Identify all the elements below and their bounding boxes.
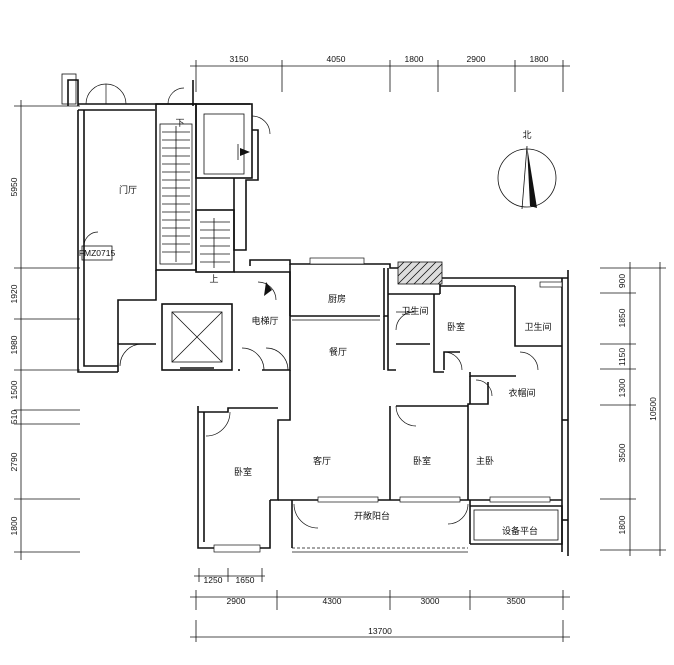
- stair-up-label: 上: [209, 274, 218, 285]
- room-bath-1: 卫生间: [401, 305, 428, 317]
- dim-bottom-small-1: 1250: [204, 575, 223, 585]
- dim-bottom-2: 4300: [323, 596, 342, 606]
- dim-right-4: 1300: [617, 378, 627, 397]
- dim-right-6: 1800: [617, 515, 627, 534]
- ac-unit-hatch: [397, 261, 443, 285]
- room-equipment-platform: 设备平台: [502, 525, 538, 537]
- dim-left-3: 1980: [9, 335, 19, 354]
- dim-left-2: 1920: [9, 284, 19, 303]
- dim-top-2: 4050: [327, 54, 346, 64]
- stair-treads: [162, 126, 190, 262]
- dim-top-5: 1800: [530, 54, 549, 64]
- dim-right-2: 1850: [617, 308, 627, 327]
- living-window: [317, 496, 379, 503]
- room-lobby: 门厅: [119, 184, 137, 196]
- room-closet: 衣帽间: [508, 387, 535, 399]
- room-bedroom-sw: 卧室: [234, 466, 252, 478]
- dim-bottom-4: 3500: [507, 596, 526, 606]
- room-bedroom-north: 卧室: [447, 321, 465, 333]
- north-arrow-icon: [527, 146, 537, 208]
- dim-left-5: 510: [9, 410, 19, 424]
- elevator-hall-walls: [117, 270, 291, 372]
- dim-top-1: 3150: [230, 54, 249, 64]
- dim-bottom-small-2: 1650: [236, 575, 255, 585]
- dim-right-5: 3500: [617, 443, 627, 462]
- top-dimension-chain: 3150 4050 1800 2900 1800: [190, 54, 570, 92]
- room-labels: 门厅 厨房 电梯厅 餐厅 卫生间 卧室 卫生间 衣帽间 客厅 卧室 卧室 主卧 …: [119, 184, 552, 537]
- fire-door-code: FMZ0715: [79, 248, 116, 258]
- bottom-dimension-chain: 1250 1650 2900 4300 3000 3500 13700: [190, 568, 570, 642]
- left-dimension-chain: 5950 1920 1980 1500 510 2790 1800: [9, 100, 80, 560]
- dim-bottom-total: 13700: [368, 626, 392, 636]
- kitchen-window: [309, 257, 365, 265]
- dim-right-1: 900: [617, 274, 627, 288]
- stair-treads-2: [200, 218, 230, 268]
- north-label: 北: [522, 130, 531, 141]
- stair-down-label: 下: [175, 119, 184, 129]
- dim-left-1: 5950: [9, 177, 19, 196]
- room-balcony: 开敞阳台: [354, 510, 390, 522]
- dim-bottom-1: 2900: [227, 596, 246, 606]
- dim-top-4: 2900: [467, 54, 486, 64]
- room-living: 客厅: [313, 455, 331, 467]
- master-window: [489, 496, 551, 503]
- dim-left-6: 2790: [9, 452, 19, 471]
- walls-core: 下 上: [61, 73, 271, 373]
- fire-extinguisher-icon: [264, 282, 272, 296]
- room-bedroom-south: 卧室: [413, 455, 431, 467]
- meter-icon: [237, 144, 250, 160]
- dim-bottom-3: 3000: [421, 596, 440, 606]
- room-bath-2: 卫生间: [524, 321, 551, 333]
- dim-left-7: 1800: [9, 516, 19, 535]
- north-arrow: 北: [497, 130, 557, 210]
- dim-left-4: 1500: [9, 380, 19, 399]
- dim-top-3: 1800: [405, 54, 424, 64]
- dim-right-3: 1150: [617, 348, 627, 367]
- bedroom-s-window: [399, 496, 461, 503]
- right-dimension-chain: 900 1850 1150 1300 3500 1800 10500: [600, 262, 666, 556]
- apartment-walls: [197, 257, 569, 556]
- room-elevator-hall: 电梯厅: [251, 315, 278, 327]
- bath2-window: [539, 281, 563, 288]
- room-master: 主卧: [476, 455, 494, 467]
- bedroom-sw-window: [213, 544, 261, 553]
- room-dining: 餐厅: [329, 346, 347, 358]
- dim-right-total: 10500: [648, 397, 658, 421]
- room-kitchen: 厨房: [328, 293, 346, 305]
